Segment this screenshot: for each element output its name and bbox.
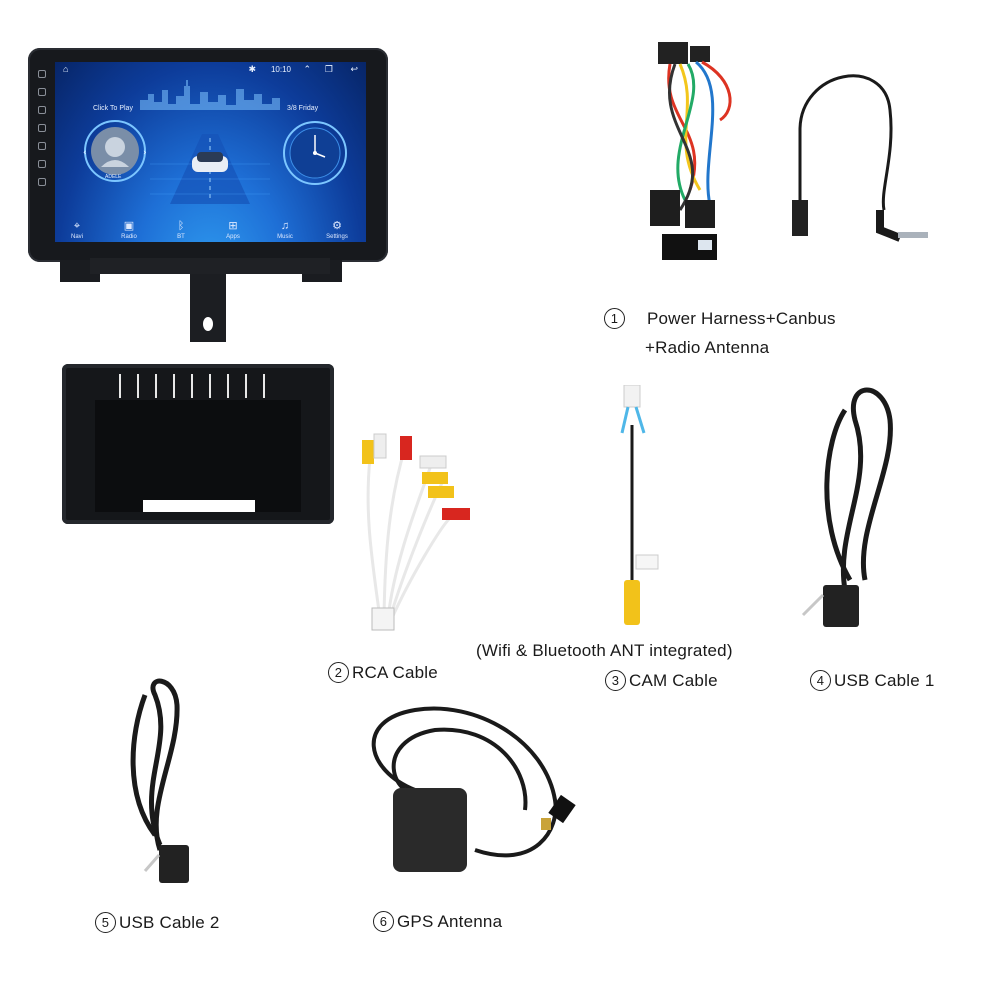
artist-tag: ADELE <box>105 174 122 180</box>
dock-item-settings[interactable]: ⚙Settings <box>317 219 357 240</box>
svg-text:‹: ‹ <box>83 148 87 158</box>
side-button[interactable] <box>38 160 46 168</box>
road-car-graphic <box>150 134 270 204</box>
apps-grid-icon: ⊞ <box>228 220 238 232</box>
radio-icon: ▣ <box>123 220 135 232</box>
side-button[interactable] <box>38 178 46 186</box>
bluetooth-icon: ✱ <box>248 64 256 74</box>
side-button[interactable] <box>38 106 46 114</box>
mounting-frame-vents <box>119 374 265 398</box>
cam-cable-image <box>620 385 659 625</box>
home-icon[interactable]: ⌂ <box>63 64 69 74</box>
power-harness-image <box>650 42 732 260</box>
back-icon[interactable]: ↩ <box>350 64 358 74</box>
usb-cable-1-image <box>801 387 893 627</box>
bluetooth-icon: ᛒ <box>177 220 185 232</box>
gps-antenna-image <box>371 706 576 872</box>
analog-clock-widget[interactable] <box>275 117 355 189</box>
rca-cable-image <box>362 433 470 631</box>
side-button[interactable] <box>38 70 46 78</box>
date-label: 3/8 Friday <box>287 105 319 112</box>
dock-item-navi[interactable]: ⌖Navi <box>57 219 97 240</box>
click-to-play-label: Click To Play <box>93 105 133 112</box>
radio-antenna-image <box>792 74 928 242</box>
dock-item-radio[interactable]: ▣Radio <box>109 219 149 240</box>
usb-cable-2-image <box>130 678 189 883</box>
side-button[interactable] <box>38 88 46 96</box>
label-power-harness: 1 Power Harness+Canbus <box>604 308 836 329</box>
dock-item-apps[interactable]: ⊞Apps <box>213 219 253 240</box>
mounting-frame-slot <box>143 500 255 512</box>
chevron-up-icon[interactable]: ⌃ <box>303 64 311 74</box>
music-note-icon: ♫ <box>280 220 290 232</box>
map-pin-icon: ⌖ <box>73 220 81 232</box>
music-widget[interactable]: ‹ › <box>75 117 155 185</box>
unit-mount-bracket <box>60 258 342 342</box>
head-unit-screen[interactable]: ⌂ ✱ 10:10 ⌃ ❐ ↩ Click To Play 3/8 Friday… <box>55 62 366 242</box>
mounting-frame-opening <box>95 400 301 512</box>
dock-item-music[interactable]: ♫Music <box>265 219 305 240</box>
side-button[interactable] <box>38 124 46 132</box>
city-skyline-graphic <box>140 80 280 110</box>
gear-icon: ⚙ <box>332 220 342 232</box>
clock-time: 10:10 <box>270 65 291 74</box>
status-bar: ⌂ ✱ 10:10 ⌃ ❐ ↩ <box>55 62 366 78</box>
cam-cable-note: (Wifi & Bluetooth ANT integrated) <box>476 641 733 660</box>
side-button-column <box>36 70 48 196</box>
window-icon[interactable]: ❐ <box>324 64 333 74</box>
svg-text:›: › <box>143 148 147 158</box>
side-button[interactable] <box>38 142 46 150</box>
label-radio-antenna: +Radio Antenna <box>645 338 770 357</box>
